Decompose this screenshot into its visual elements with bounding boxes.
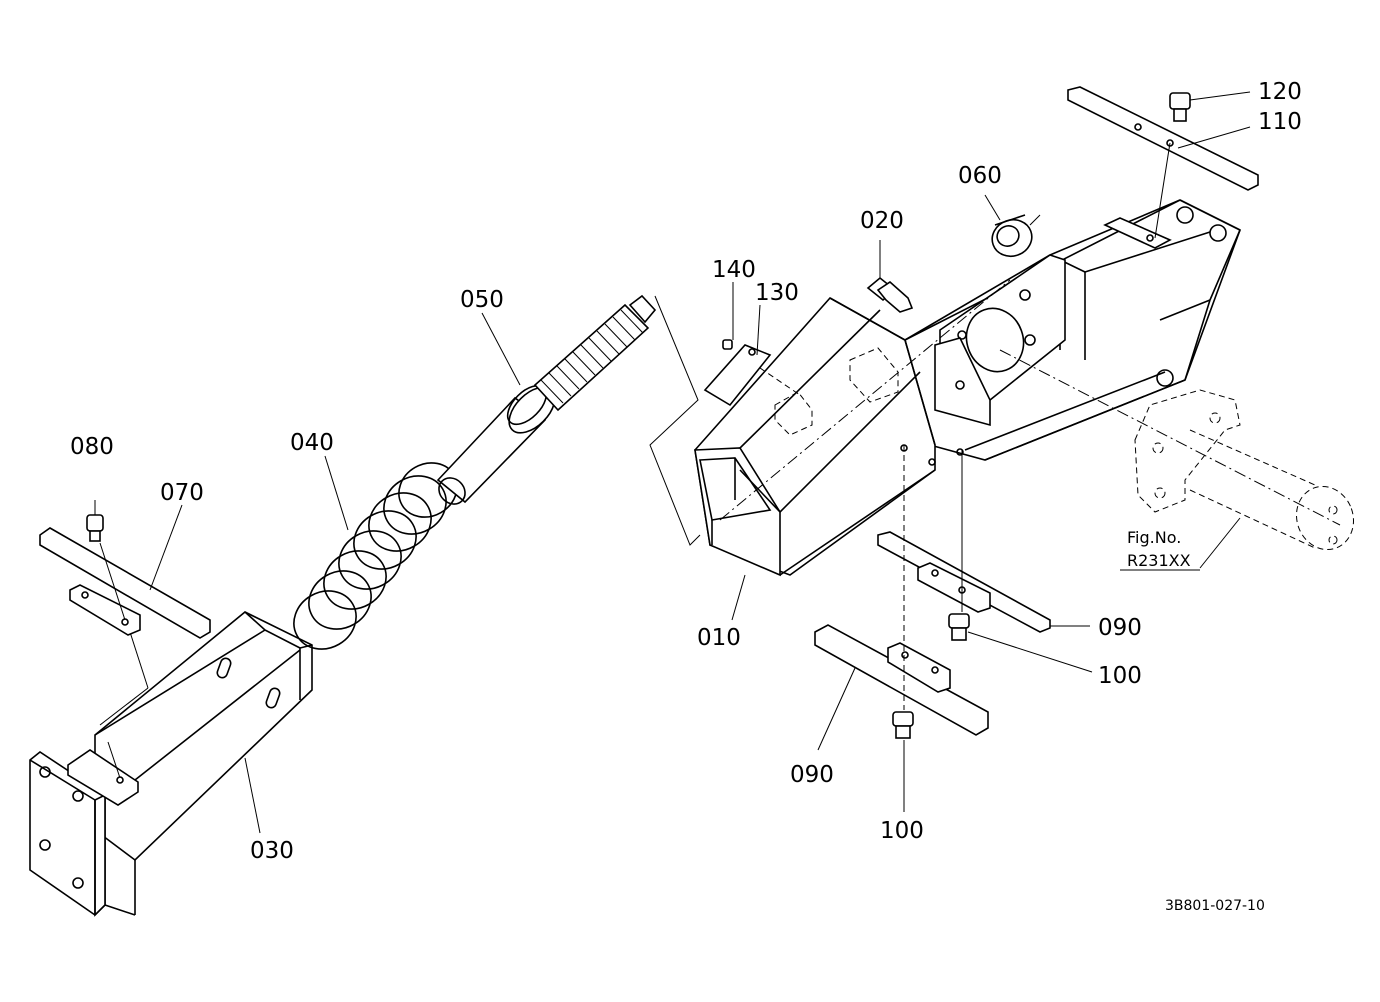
label-080: 080 [70,434,114,460]
part-040-spring[interactable] [283,452,467,660]
part-140-screw[interactable] [722,282,734,350]
reference-figure-label: Fig.No. R231XX [1120,528,1200,571]
label-070: 070 [160,480,204,506]
part-labels: 010 020 030 040 050 060 070 080 090 090 … [70,79,1302,864]
part-020-bolt[interactable] [866,240,914,313]
drawing-code: 3B801-027-10 [1165,898,1265,914]
part-030-bracket[interactable] [29,611,313,917]
label-100-lower: 100 [880,818,924,844]
label-040: 040 [290,430,334,456]
label-030: 030 [250,838,294,864]
label-110: 110 [1258,109,1302,135]
reference-line-2: R231XX [1127,551,1191,570]
part-010-frame[interactable] [694,199,1241,577]
part-110-plate[interactable] [1067,86,1259,239]
part-120-bolt[interactable] [1169,91,1251,122]
label-020: 020 [860,208,904,234]
label-140: 140 [712,257,756,283]
part-100-bolt-lower[interactable] [892,445,914,812]
label-090-right: 090 [1098,615,1142,641]
reference-axle [999,349,1354,569]
label-010: 010 [697,625,741,651]
label-120: 120 [1258,79,1302,105]
assembly-guide-lines [649,295,701,546]
label-100-right: 100 [1098,663,1142,689]
part-080-bolt[interactable] [86,500,104,542]
part-060-bushing[interactable] [984,194,1041,262]
part-130-cover[interactable] [703,304,772,407]
part-090-plate-right[interactable] [877,531,1090,633]
leader-lines [149,312,746,834]
label-090-lower: 090 [790,762,834,788]
label-060: 060 [958,163,1002,189]
part-050-rod[interactable] [434,294,657,509]
part-070-plate[interactable] [39,527,211,639]
label-130: 130 [755,280,799,306]
reference-line-1: Fig.No. [1127,528,1181,547]
label-050: 050 [460,287,504,313]
part-100-bolt-right[interactable] [948,450,1093,673]
